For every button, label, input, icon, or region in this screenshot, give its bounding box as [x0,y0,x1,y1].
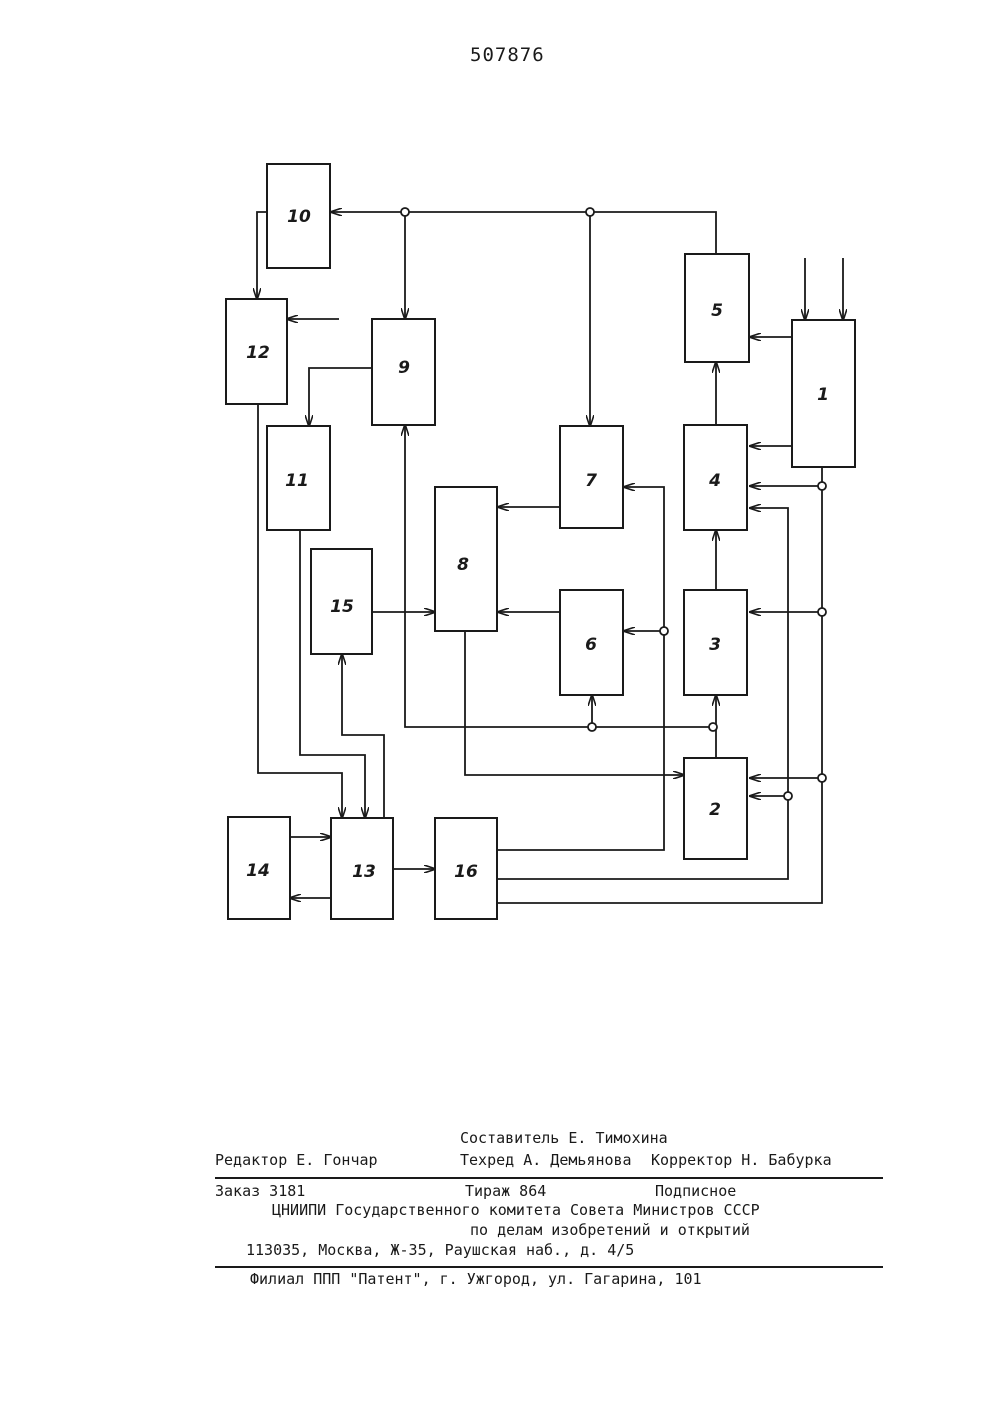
block-12-label: 12 [246,343,270,363]
blocks: 1 2 3 4 5 6 7 8 9 10 11 12 13 14 15 16 [226,164,855,919]
block-1-label: 1 [817,385,829,405]
org-line-1: ЦНИИПИ Государственного комитета Совета … [272,1201,760,1219]
block-3-label: 3 [709,635,721,655]
block-10-label: 10 [287,207,311,227]
junction [401,208,409,216]
block-4-label: 4 [708,471,721,491]
print-run-line: Тираж 864 [465,1182,546,1200]
block-8-label: 8 [457,555,469,575]
techred-line: Техред А. Демьянова [460,1151,632,1169]
wire-10-12 [257,212,267,299]
subscription-line: Подписное [655,1182,736,1200]
wire-5-bus [331,212,716,254]
junction [818,482,826,490]
junction [588,723,596,731]
junction [818,774,826,782]
wire-1-bus [497,467,822,903]
block-11-label: 11 [285,471,309,491]
divider-top [215,1177,883,1179]
block-diagram: 1 2 3 4 5 6 7 8 9 10 11 12 13 14 15 16 [0,0,1000,960]
address-line: 113035, Москва, Ж-35, Раушская наб., д. … [246,1241,634,1259]
block-5-label: 5 [711,301,723,321]
composer-line: Составитель Е. Тимохина [460,1129,668,1147]
editor-line: Редактор Е. Гончар [215,1151,378,1169]
block-7-label: 7 [585,471,597,491]
order-line: Заказ 3181 [215,1182,305,1200]
block-15-label: 15 [330,597,354,617]
block-13-label: 13 [352,862,376,882]
divider-bottom [215,1266,883,1268]
wire-9-11 [309,368,372,426]
junction [586,208,594,216]
junction [709,723,717,731]
wire-13-15 [342,654,384,818]
block-6-label: 6 [585,635,597,655]
block-9-label: 9 [398,358,410,378]
branch-line: Филиал ППП "Патент", г. Ужгород, ул. Гаг… [250,1270,702,1288]
junction [818,608,826,616]
corrector-line: Корректор Н. Бабурка [651,1151,832,1169]
block-14-label: 14 [246,861,270,881]
junction [784,792,792,800]
block-2-label: 2 [709,800,721,820]
junction [660,627,668,635]
block-16-label: 16 [454,862,478,882]
org-line-2: по делам изобретений и открытий [470,1221,750,1239]
